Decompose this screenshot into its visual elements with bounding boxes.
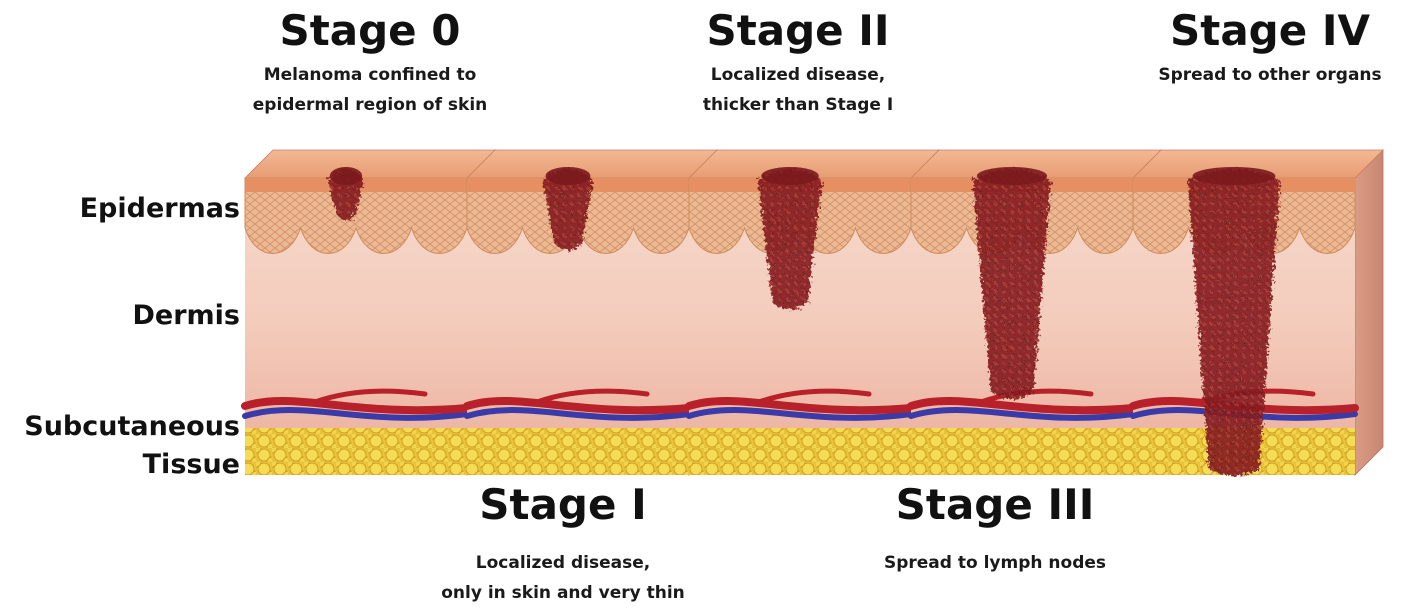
fat-layer — [689, 428, 911, 475]
skin-block-top — [245, 150, 495, 178]
skin-block-side — [1355, 150, 1383, 475]
skin-block-top — [467, 150, 717, 178]
melanoma-surface — [1193, 167, 1276, 185]
fat-layer — [467, 428, 689, 475]
melanoma-surface — [761, 167, 819, 185]
fat-layer — [911, 428, 1133, 475]
melanoma-surface — [977, 167, 1047, 185]
melanoma-surface — [330, 167, 362, 185]
skin-block-stage-2 — [689, 150, 939, 475]
fat-layer — [245, 428, 467, 475]
skin-block-stage-0 — [245, 150, 495, 475]
melanoma-surface — [546, 167, 591, 185]
skin-block-stage-1 — [467, 150, 717, 475]
skin-block-stage-3 — [911, 150, 1161, 475]
skin-block-stage-4 — [1133, 150, 1383, 476]
